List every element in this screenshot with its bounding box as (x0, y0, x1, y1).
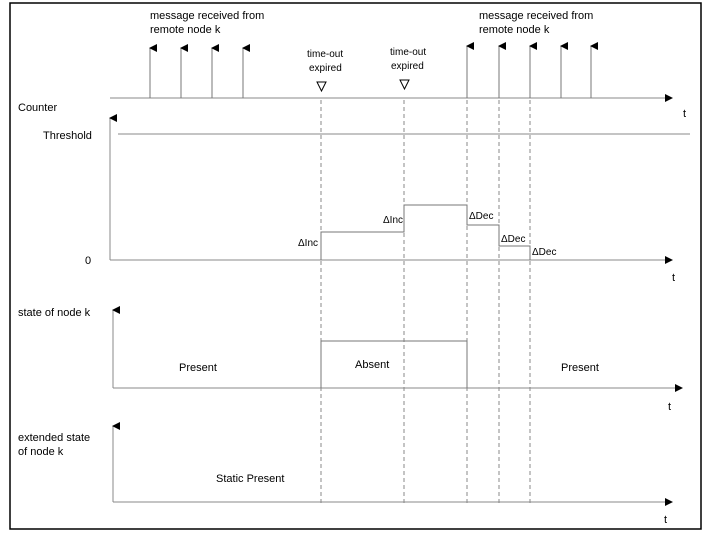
msg-label-right-line1: message received from (479, 10, 593, 22)
inc-label-2: ΔInc (383, 215, 403, 226)
timeout-1-label-line2: expired (309, 63, 342, 74)
zero-label: 0 (85, 255, 91, 267)
dec-label-2: ΔDec (501, 234, 525, 245)
timeout-marker-2-icon (399, 79, 410, 91)
counter-panel: Counter Threshold 0 t ΔInc ΔInc ΔDec ΔDe… (18, 102, 690, 284)
timeout-1-label-line1: time-out (307, 49, 343, 60)
absent-label: Absent (355, 359, 389, 371)
msg-label-left-line1: message received from (150, 10, 264, 22)
present-left-label: Present (179, 362, 217, 374)
extended-axis-t: t (664, 514, 667, 526)
counter-step-trace (320, 204, 531, 260)
timeout-marker-1-icon (316, 81, 327, 93)
dashed-guides (320, 100, 531, 505)
outer-frame (9, 2, 702, 530)
present-right-label: Present (561, 362, 599, 374)
timeout-2-label-line1: time-out (390, 47, 426, 58)
state-axis-t: t (668, 401, 671, 413)
timeout-2-label-line2: expired (391, 61, 424, 72)
threshold-label: Threshold (43, 130, 92, 142)
state-panel: state of node k t Present Absent Present (18, 306, 683, 413)
inc-label-1: ΔInc (298, 238, 318, 249)
static-present-label: Static Present (216, 473, 284, 485)
msg-label-left-line2: remote node k (150, 24, 221, 36)
dec-label-1: ΔDec (469, 211, 493, 222)
counter-axis-t: t (672, 272, 675, 284)
event-timeline: message received from remote node k mess… (110, 10, 686, 120)
absent-pulse (320, 340, 468, 388)
extended-state-label-line1: extended state (18, 432, 90, 444)
counter-label: Counter (18, 102, 57, 114)
state-label: state of node k (18, 307, 91, 319)
msg-label-right-line2: remote node k (479, 24, 550, 36)
event-axis-t: t (683, 108, 686, 120)
dec-label-3: ΔDec (532, 247, 556, 258)
extended-state-label-line2: of node k (18, 446, 64, 458)
extended-state-panel: extended state of node k t Static Presen… (18, 422, 673, 526)
